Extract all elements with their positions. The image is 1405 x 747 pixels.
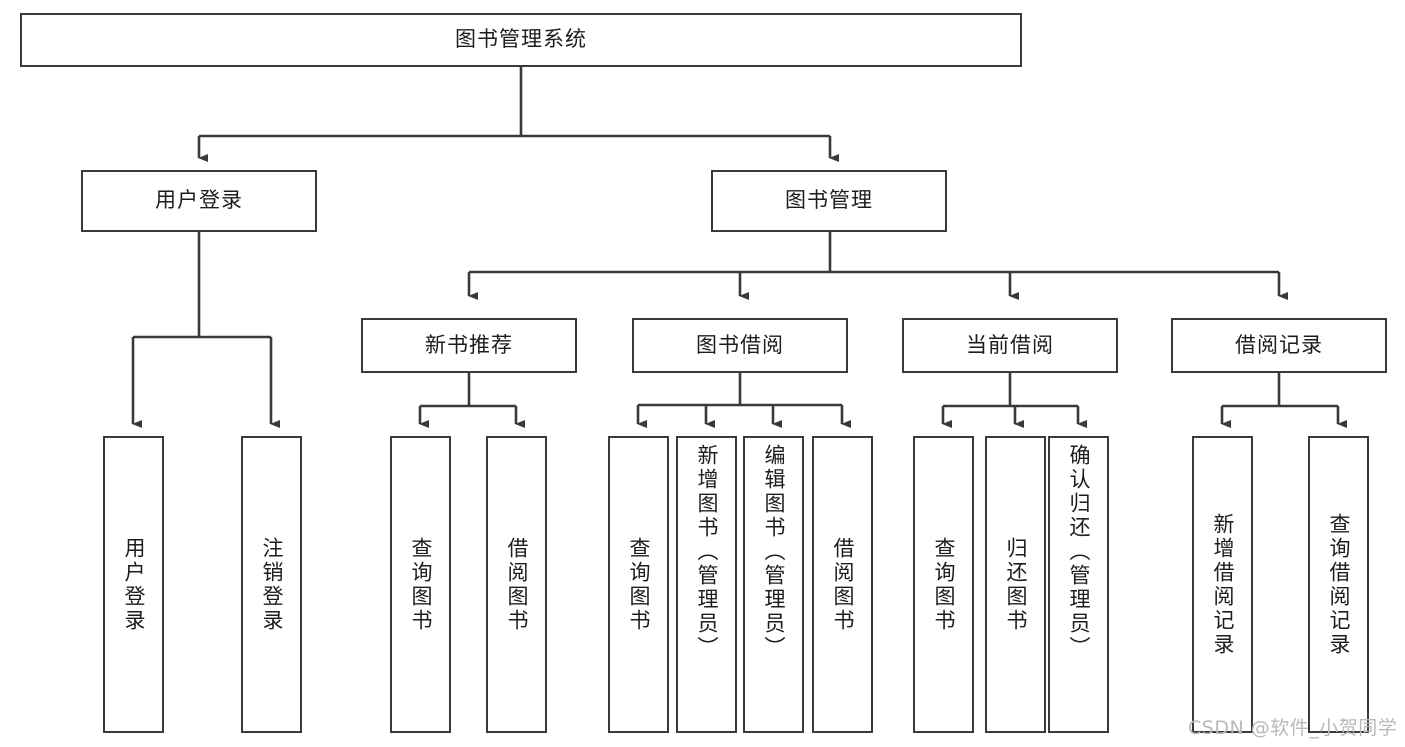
node-root-label: 图书管理系统: [455, 27, 587, 52]
node-new-book-recommend[interactable]: 新书推荐: [361, 318, 577, 373]
node-new-book-recommend-label: 新书推荐: [425, 332, 513, 357]
leaf-logout-login[interactable]: 注销登录: [241, 436, 302, 733]
leaf-confirm-return-admin-label: 确认归还（管理员）: [1066, 444, 1091, 660]
leaf-query-book-borrow[interactable]: 查询图书: [608, 436, 669, 733]
leaf-query-book-recommend-label: 查询图书: [408, 536, 433, 633]
node-borrow-record-label: 借阅记录: [1235, 332, 1323, 357]
node-book-management-label: 图书管理: [785, 188, 873, 213]
watermark-text: CSDN @软件_小贺同学: [1188, 717, 1398, 739]
leaf-logout-login-label: 注销登录: [259, 536, 284, 633]
leaf-query-borrow-record-label: 查询借阅记录: [1326, 512, 1351, 657]
leaf-add-borrow-record-label: 新增借阅记录: [1210, 512, 1235, 657]
leaf-return-book[interactable]: 归还图书: [985, 436, 1046, 733]
leaf-borrow-book[interactable]: 借阅图书: [812, 436, 873, 733]
leaf-add-book-admin-label: 新增图书（管理员）: [694, 444, 719, 660]
leaf-borrow-book-label: 借阅图书: [830, 536, 855, 633]
leaf-confirm-return-admin[interactable]: 确认归还（管理员）: [1048, 436, 1109, 733]
leaf-query-book-current[interactable]: 查询图书: [913, 436, 974, 733]
leaf-borrow-book-recommend-label: 借阅图书: [504, 536, 529, 633]
node-user-login[interactable]: 用户登录: [81, 170, 317, 232]
leaf-query-book-recommend[interactable]: 查询图书: [390, 436, 451, 733]
leaf-user-login[interactable]: 用户登录: [103, 436, 164, 733]
leaf-add-borrow-record[interactable]: 新增借阅记录: [1192, 436, 1253, 733]
leaf-edit-book-admin[interactable]: 编辑图书（管理员）: [743, 436, 804, 733]
node-current-borrow[interactable]: 当前借阅: [902, 318, 1118, 373]
node-book-management[interactable]: 图书管理: [711, 170, 947, 232]
leaf-return-book-label: 归还图书: [1003, 536, 1028, 633]
leaf-add-book-admin[interactable]: 新增图书（管理员）: [676, 436, 737, 733]
node-book-borrow[interactable]: 图书借阅: [632, 318, 848, 373]
node-book-borrow-label: 图书借阅: [696, 332, 784, 357]
node-root[interactable]: 图书管理系统: [20, 13, 1022, 67]
node-borrow-record[interactable]: 借阅记录: [1171, 318, 1387, 373]
leaf-query-book-current-label: 查询图书: [931, 536, 956, 633]
node-user-login-label: 用户登录: [155, 188, 243, 213]
leaf-edit-book-admin-label: 编辑图书（管理员）: [761, 444, 786, 660]
leaf-borrow-book-recommend[interactable]: 借阅图书: [486, 436, 547, 733]
node-current-borrow-label: 当前借阅: [966, 332, 1054, 357]
leaf-query-borrow-record[interactable]: 查询借阅记录: [1308, 436, 1369, 733]
leaf-user-login-label: 用户登录: [121, 536, 146, 633]
leaf-query-book-borrow-label: 查询图书: [626, 536, 651, 633]
